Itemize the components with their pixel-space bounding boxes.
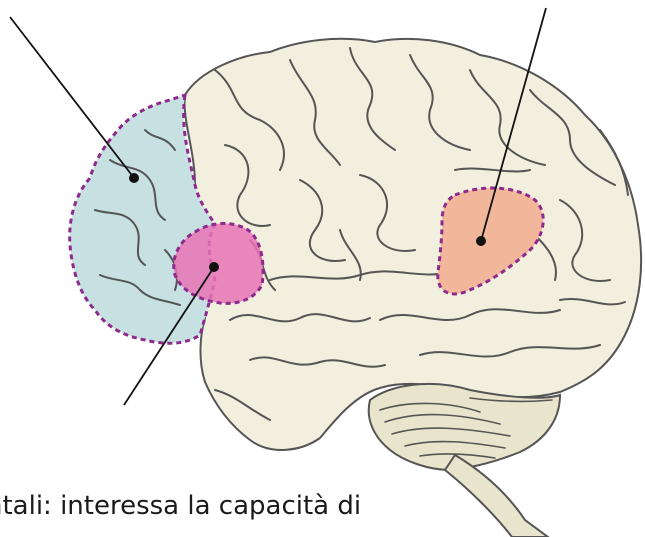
brainstem xyxy=(445,455,548,537)
pointer-dot-wernicke xyxy=(476,236,486,246)
pointer-line-prefrontal xyxy=(10,17,134,178)
pointer-dot-broca xyxy=(209,262,219,272)
cerebellum xyxy=(369,384,560,470)
caption-text: ntali: interessa la capacità di xyxy=(0,486,420,526)
pointer-dot-prefrontal xyxy=(129,173,139,183)
